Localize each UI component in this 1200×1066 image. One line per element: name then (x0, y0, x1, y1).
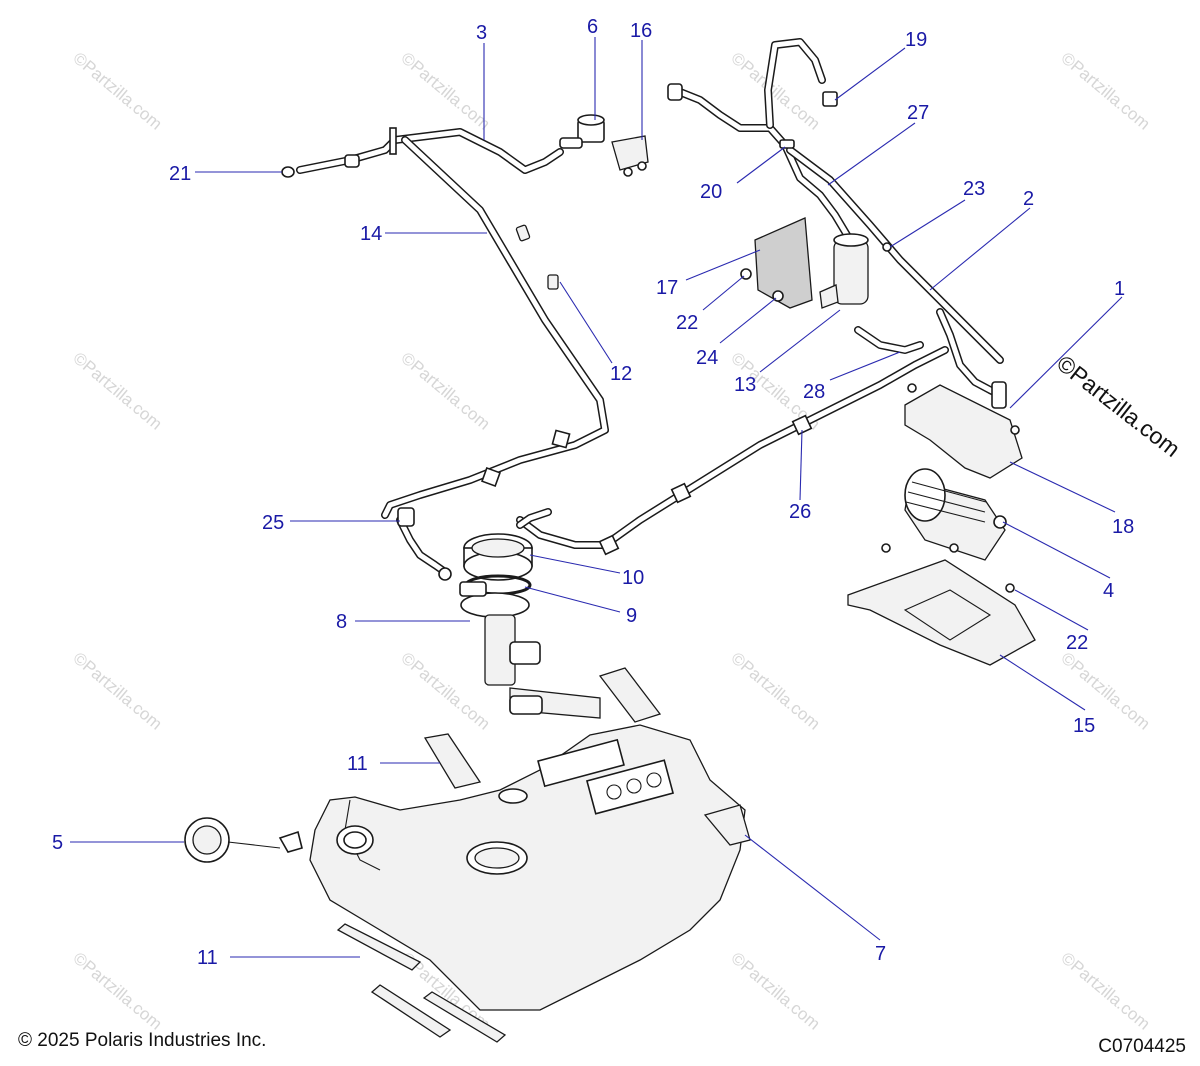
copyright-notice: © 2025 Polaris Industries Inc. (18, 1030, 267, 1051)
vent-hose[interactable] (936, 308, 1007, 409)
callout-5[interactable]: 5 (52, 832, 63, 854)
callout-14[interactable]: 14 (360, 223, 382, 245)
fuel-supply-line[interactable] (516, 346, 949, 556)
lock-ring[interactable] (463, 533, 533, 581)
mounting-plate[interactable] (740, 217, 813, 309)
callout-25[interactable]: 25 (262, 512, 284, 534)
callout-labels: 1 2 3 4 5 6 7 8 9 10 11 11 12 13 14 15 1… (52, 16, 1134, 969)
watermark: ©Partzilla.com (69, 949, 165, 1034)
fuel-pump-assembly[interactable] (459, 581, 601, 719)
callout-11[interactable]: 11 (197, 947, 218, 969)
callout-20[interactable]: 20 (700, 181, 722, 203)
callout-24[interactable]: 24 (696, 347, 718, 369)
watermark: ©Partzilla.com (1057, 649, 1153, 734)
callout-13[interactable]: 13 (734, 374, 756, 396)
fuel-cap[interactable] (184, 817, 303, 863)
watermark: ©Partzilla.com (727, 649, 823, 734)
callout-19[interactable]: 19 (905, 29, 927, 51)
callout-22[interactable]: 22 (1066, 632, 1088, 654)
tank-pad[interactable] (598, 667, 662, 723)
watermark: ©Partzilla.com (69, 49, 165, 134)
callout-8[interactable]: 8 (336, 611, 347, 633)
watermark: ©Partzilla.com (1057, 949, 1153, 1034)
callout-4[interactable]: 4 (1103, 580, 1114, 602)
vent-line-left[interactable] (281, 127, 609, 581)
watermark: ©Partzilla.com (69, 649, 165, 734)
watermark: ©Partzilla.com (397, 649, 493, 734)
fitting[interactable] (515, 224, 559, 290)
watermark: ©Partzilla.com (397, 49, 493, 134)
callout-3[interactable]: 3 (476, 22, 487, 44)
filter-bracket[interactable] (904, 383, 1023, 479)
watermark: ©Partzilla.com (397, 349, 493, 434)
fuel-filter[interactable] (904, 468, 1007, 561)
callout-27[interactable]: 27 (907, 102, 929, 124)
callout-2[interactable]: 2 (1023, 188, 1034, 210)
callout-11[interactable]: 11 (347, 753, 368, 775)
watermark: ©Partzilla.com (727, 949, 823, 1034)
callout-9[interactable]: 9 (626, 605, 637, 627)
tank-pad[interactable] (336, 923, 507, 1043)
callout-6[interactable]: 6 (587, 16, 598, 38)
callout-12[interactable]: 12 (610, 363, 632, 385)
callout-17[interactable]: 17 (656, 277, 678, 299)
callout-23[interactable]: 23 (963, 178, 985, 200)
callout-28[interactable]: 28 (803, 381, 825, 403)
fuel-tank[interactable] (309, 724, 751, 1011)
callout-15[interactable]: 15 (1073, 715, 1095, 737)
callout-7[interactable]: 7 (875, 943, 886, 965)
skid-plate[interactable] (847, 543, 1036, 666)
leader-lines (70, 37, 1123, 958)
callout-26[interactable]: 26 (789, 501, 811, 523)
canister[interactable] (819, 233, 924, 354)
callout-18[interactable]: 18 (1112, 516, 1134, 538)
diagram-code: C0704425 (1098, 1036, 1186, 1057)
callout-22[interactable]: 22 (676, 312, 698, 334)
callout-1[interactable]: 1 (1114, 278, 1125, 300)
tank-pad[interactable] (423, 733, 482, 789)
callout-21[interactable]: 21 (169, 163, 191, 185)
callout-16[interactable]: 16 (630, 20, 652, 42)
watermark: ©Partzilla.com (1057, 49, 1153, 134)
valve-bracket[interactable] (611, 135, 649, 177)
callout-10[interactable]: 10 (622, 567, 644, 589)
check-valve[interactable] (559, 114, 605, 149)
vent-line-right[interactable] (667, 38, 1004, 364)
watermark: ©Partzilla.com (69, 349, 165, 434)
